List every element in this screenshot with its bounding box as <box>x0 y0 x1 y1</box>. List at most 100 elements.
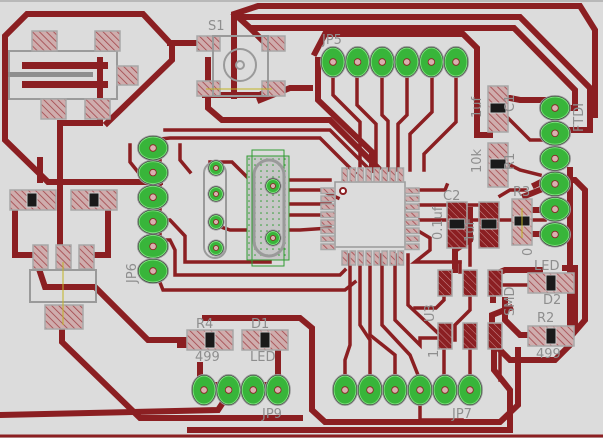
chip-pin-right-5 <box>404 219 420 227</box>
jp5-pin-4[interactable] <box>393 46 420 78</box>
u3-label: U3 <box>423 304 438 322</box>
capacitor-c1[interactable]: C1 1uf <box>470 85 518 133</box>
jp5-pin-6[interactable] <box>443 46 469 78</box>
regulator-caps[interactable] <box>9 189 118 211</box>
resistor-r1[interactable]: R1 10k <box>470 142 518 188</box>
crystal-pin-4[interactable] <box>207 239 225 257</box>
ftdi-pin-4[interactable] <box>539 170 571 197</box>
crystal-pin-6[interactable] <box>264 229 282 247</box>
chip-pin-bottom-4 <box>365 250 373 266</box>
jp5-pin-3[interactable] <box>369 46 396 78</box>
crystal-pin-3[interactable] <box>207 213 225 231</box>
chip-pin-left-7 <box>320 235 336 243</box>
c3-value: 1uF <box>463 218 478 242</box>
u3-pin1-marker: 1 <box>427 350 442 358</box>
jp9-label: JP9 <box>261 407 282 422</box>
jp5-pin-2[interactable] <box>344 46 371 78</box>
header-jp9[interactable] <box>191 374 291 406</box>
chip-pin-left-1 <box>320 187 336 195</box>
jp9-pin-4[interactable] <box>264 374 291 406</box>
chip-pin-bottom-2 <box>349 250 357 266</box>
jp7-pin-1[interactable] <box>332 374 358 406</box>
jp6-pin-5[interactable] <box>137 233 169 260</box>
chip-pin-left-5 <box>320 219 336 227</box>
led-d2[interactable]: LED D2 <box>527 259 575 308</box>
crystal-pin-5[interactable] <box>264 177 282 195</box>
c1-value: 1uf <box>470 96 485 118</box>
led-d1[interactable]: D1 LED <box>241 317 289 365</box>
c2-label: C2 <box>443 189 460 204</box>
chip-pin-bottom-6 <box>381 250 389 266</box>
chip-pin-right-8 <box>404 243 420 251</box>
c1-label: C1 <box>503 95 518 112</box>
jp7-pin-6[interactable] <box>457 374 483 406</box>
header-jp5[interactable] <box>320 46 469 78</box>
chip-pin-left-3 <box>320 203 336 211</box>
chip-pin-left-8 <box>320 243 336 251</box>
r2-value: 499 <box>536 347 561 362</box>
capacitor-c3[interactable]: 1uF <box>463 201 500 249</box>
ftdi-label: FTDI <box>572 103 587 132</box>
chip-pin-right-2 <box>404 195 420 203</box>
jp9-pin-3[interactable] <box>240 374 267 406</box>
jp9-pin-2[interactable] <box>215 374 242 406</box>
capacitor-c2[interactable]: C2 0.1uf <box>431 189 468 249</box>
chip-pin-left-6 <box>320 227 336 235</box>
jp6-pin-3[interactable] <box>137 184 169 211</box>
traces <box>0 3 598 433</box>
chip-pin-top-4 <box>365 167 373 183</box>
chip-pin-right-7 <box>404 235 420 243</box>
jp7-pin-4[interactable] <box>407 374 433 406</box>
d1-value: LED <box>250 350 275 365</box>
chip-pin-top-8 <box>397 167 405 183</box>
jp7-pin-3[interactable] <box>382 374 408 406</box>
regulator[interactable] <box>29 244 97 330</box>
resistor-r4[interactable]: R4 499 <box>186 317 234 365</box>
ftdi-pin-5[interactable] <box>539 196 571 223</box>
microcontroller[interactable] <box>334 181 406 248</box>
resistor-r2[interactable]: R2 499 <box>527 311 575 362</box>
r4-label: R4 <box>196 317 213 332</box>
header-jp6[interactable] <box>137 135 169 284</box>
ftdi-pin-2[interactable] <box>539 120 571 147</box>
jp7-pin-5[interactable] <box>432 374 458 406</box>
u3-component[interactable]: U3 1 SMD <box>423 269 518 358</box>
chip-pin-right-6 <box>404 227 420 235</box>
chip-pin-top-6 <box>381 167 389 183</box>
d2-label: D2 <box>543 293 561 308</box>
crystal-pin-2[interactable] <box>207 185 225 203</box>
r1-label: R1 <box>503 153 518 170</box>
jp6-pin-6[interactable] <box>137 258 169 284</box>
ftdi-pin-3[interactable] <box>539 145 571 172</box>
d2-value: LED <box>534 259 559 274</box>
header-ftdi[interactable] <box>539 95 571 248</box>
jp6-pin-2[interactable] <box>137 159 169 186</box>
jp5-label: JP5 <box>321 33 342 48</box>
jp5-pin-1[interactable] <box>320 46 346 78</box>
switch-s1[interactable]: S1 <box>196 19 286 97</box>
jp6-pin-4[interactable] <box>137 208 169 235</box>
jp5-pin-5[interactable] <box>418 46 445 78</box>
r1-value: 10k <box>470 148 485 173</box>
power-jack[interactable] <box>8 30 139 120</box>
ftdi-pin-6[interactable] <box>539 221 571 248</box>
jp6-label: JP6 <box>125 263 140 284</box>
jp7-label: JP7 <box>451 407 472 422</box>
jp6-pin-1[interactable] <box>137 135 169 161</box>
chip-pin-bottom-1 <box>341 250 349 266</box>
chip-pin-top-7 <box>389 167 397 183</box>
d1-label: D1 <box>251 317 269 332</box>
chip-pin-top-3 <box>357 167 365 183</box>
resistor-r3[interactable]: R3 0 <box>511 185 536 256</box>
header-jp7[interactable] <box>332 374 483 406</box>
chip-pin-top-1 <box>341 167 349 183</box>
jp9-pin-1[interactable] <box>191 374 217 406</box>
crystal-pin-1[interactable] <box>207 159 225 177</box>
s1-label: S1 <box>208 19 225 34</box>
jp7-pin-2[interactable] <box>357 374 383 406</box>
r3-value: 0 <box>521 248 536 256</box>
r4-value: 499 <box>195 350 220 365</box>
ftdi-pin-1[interactable] <box>539 95 571 121</box>
chip-pin-bottom-5 <box>373 250 381 266</box>
